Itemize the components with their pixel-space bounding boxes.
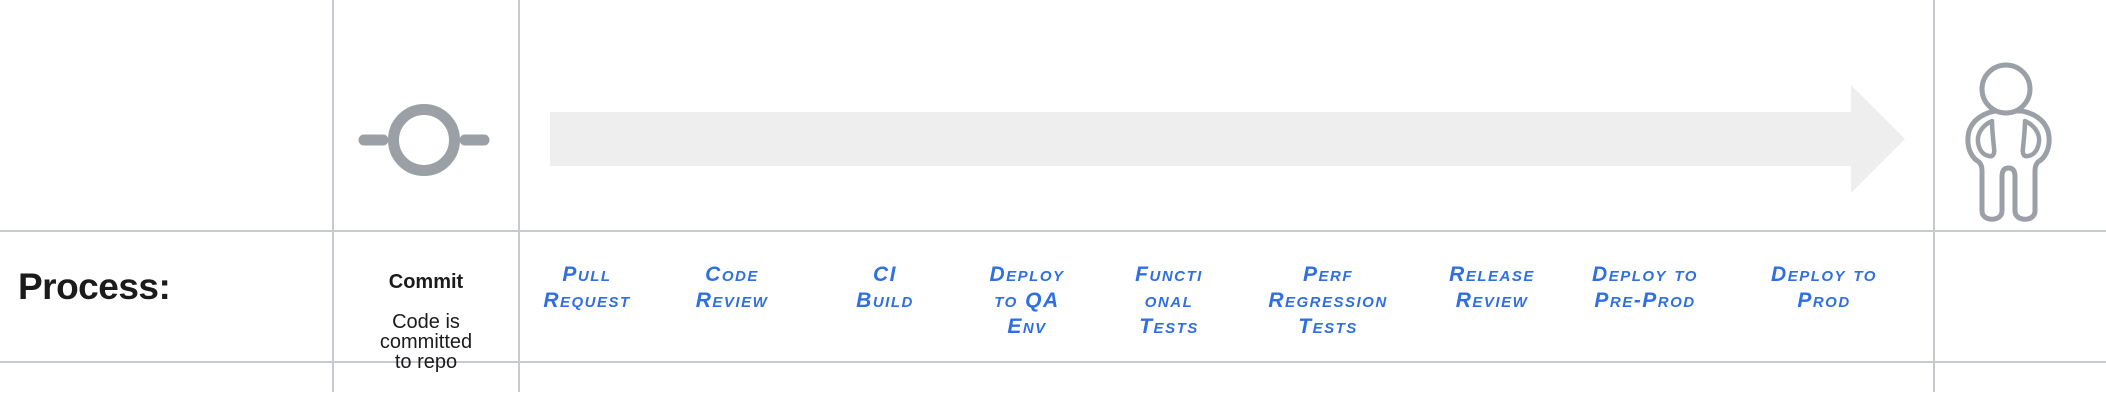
pipeline-step-label: Deploy to Pre-Prod: [1592, 263, 1698, 312]
grid-line-vertical: [332, 0, 334, 392]
pipeline-step-label: Code Review: [695, 263, 769, 312]
pipeline-step-label: Perf Regression Tests: [1268, 263, 1388, 338]
pipeline-step-label: Release Review: [1449, 263, 1535, 312]
pipeline-step-label: Pull Request: [543, 263, 631, 312]
commit-step-description: Code is committed to repo: [379, 311, 473, 373]
flow-arrow-right: [550, 112, 1852, 166]
grid-line-vertical: [1933, 0, 1935, 392]
grid-line-vertical: [518, 0, 520, 392]
pipeline-step-label: Deploy to Prod: [1771, 263, 1877, 312]
person-icon: [1965, 62, 2052, 222]
pipeline-step-label: Deploy to QA Env: [989, 263, 1065, 338]
flow-arrow-head-icon: [1851, 85, 1905, 193]
grid-line-horizontal: [0, 230, 2106, 232]
process-row-label: Process:: [18, 266, 171, 307]
commit-step-cell: Commit Code is committed to repo: [334, 252, 518, 392]
grid-line-horizontal: [0, 361, 2106, 363]
pipeline-step-label: Functi onal Tests: [1135, 263, 1203, 338]
commit-step-title: Commit: [388, 271, 464, 293]
pipeline-step-label: CI Build: [856, 263, 914, 312]
commit-node-icon: [358, 104, 490, 176]
